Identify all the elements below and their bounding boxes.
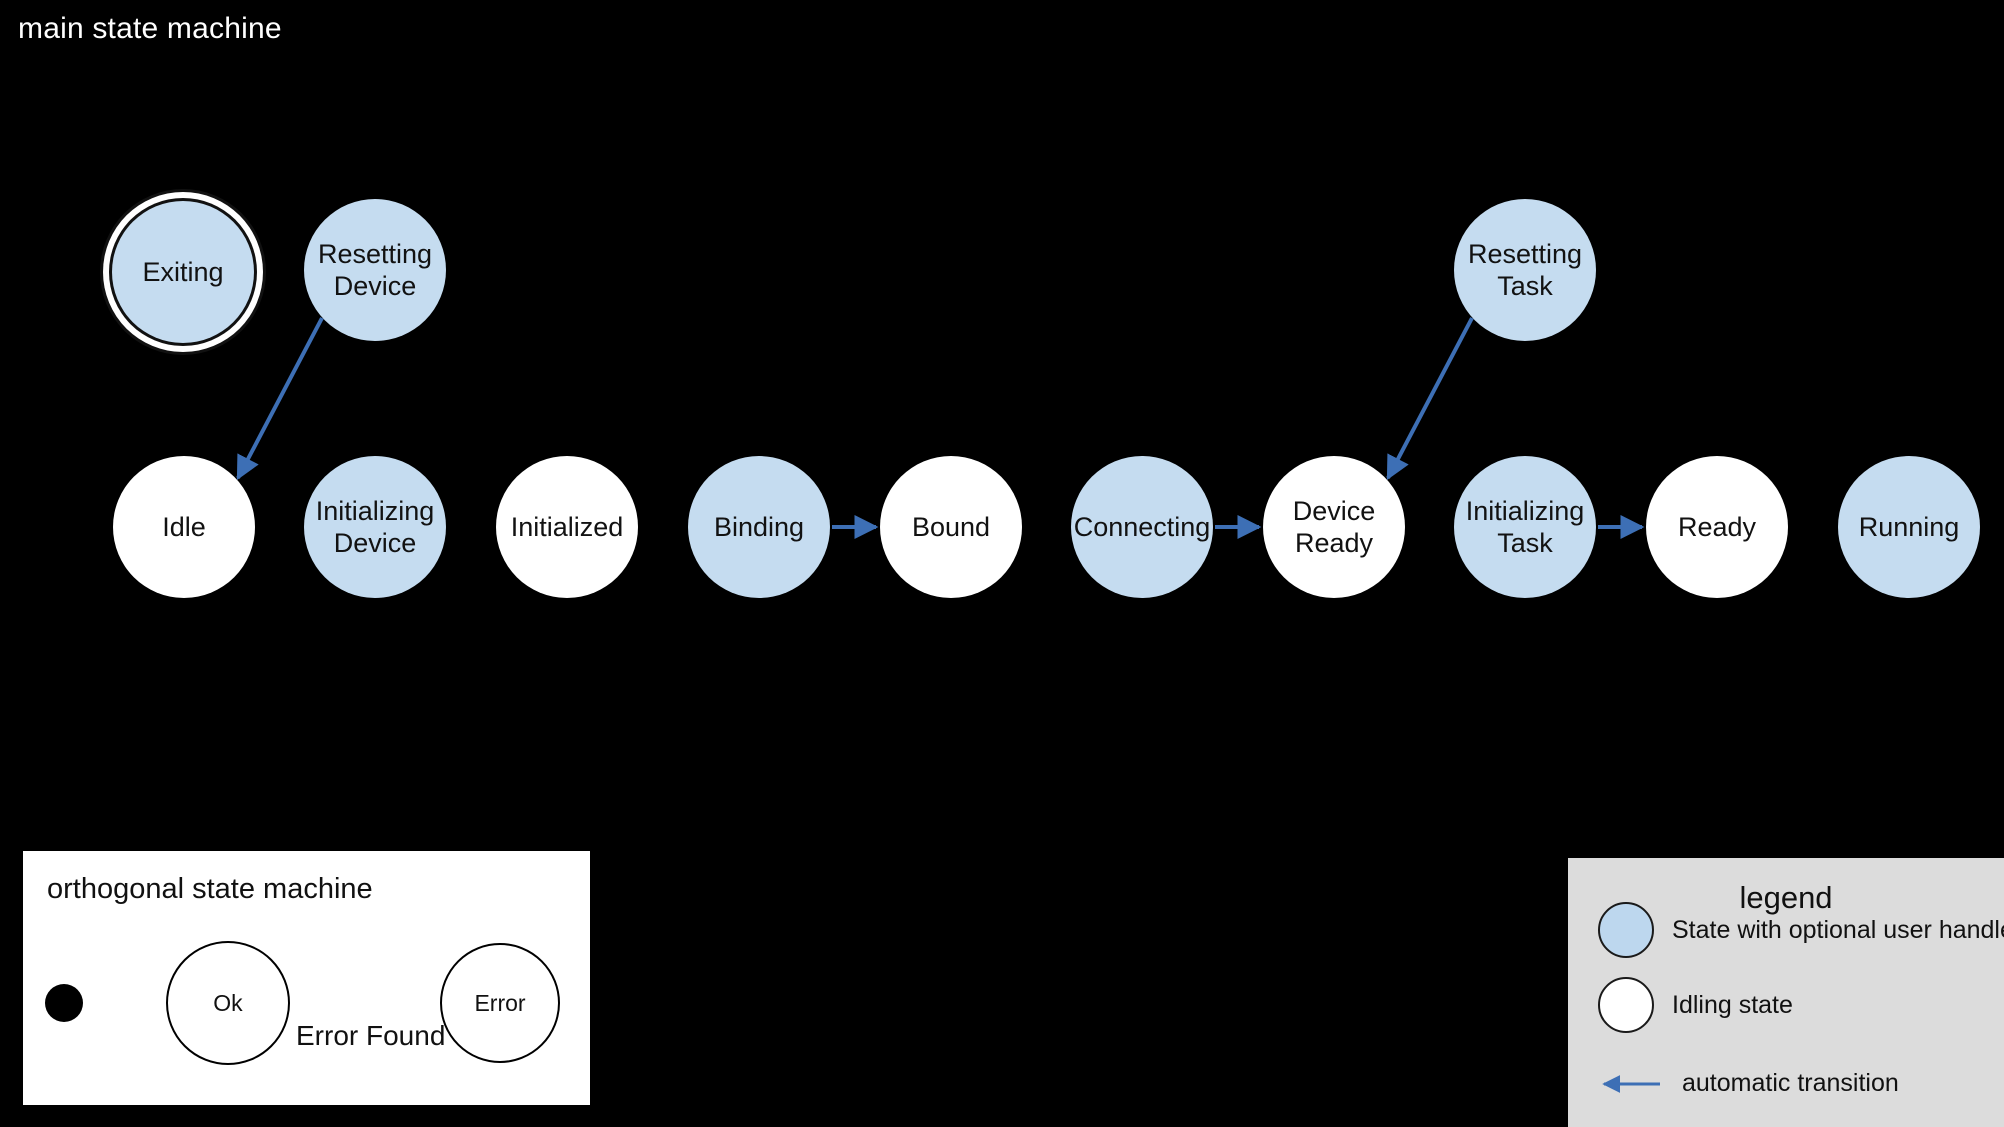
orthogonal-panel-title: orthogonal state machine <box>47 873 373 905</box>
legend-item-idling-state: Idling state <box>1598 977 1793 1033</box>
state-label: Device Ready <box>1292 495 1376 558</box>
state-label: Initializing Task <box>1465 495 1585 558</box>
state-label: Idle <box>162 511 206 542</box>
transition-resetting-task-to-device-ready <box>1386 317 1474 481</box>
legend-item-label: Idling state <box>1672 990 1793 1019</box>
state-node-running[interactable]: Running <box>1838 456 1980 598</box>
state-label: Exiting <box>142 256 224 287</box>
legend-white-circle-icon <box>1598 977 1654 1033</box>
legend-item-label: automatic transition <box>1682 1069 1899 1097</box>
ortho-transition-label: Error Found <box>296 1020 446 1051</box>
ortho-state-node-error[interactable]: Error <box>440 943 560 1063</box>
state-node-exiting[interactable]: Exiting <box>112 201 254 343</box>
state-label: Initialized <box>510 511 624 542</box>
main-transitions <box>236 317 1645 539</box>
state-label: Connecting <box>1073 511 1211 542</box>
state-node-initializing-device[interactable]: Initializing Device <box>304 456 446 598</box>
state-node-initializing-task[interactable]: Initializing Task <box>1454 456 1596 598</box>
legend-arrow-left-icon <box>1602 1074 1660 1093</box>
state-label: Ready <box>1677 511 1757 542</box>
orthogonal-state-machine-panel: orthogonal state machine <box>20 848 593 1108</box>
legend-item-handler-state: State with optional user handler <box>1598 902 2004 958</box>
state-node-connecting[interactable]: Connecting <box>1071 456 1213 598</box>
ortho-initial-state-dot <box>45 984 83 1022</box>
legend-item-label: State with optional user handler <box>1672 915 2004 944</box>
state-label: Resetting Task <box>1467 238 1583 301</box>
state-node-idle[interactable]: Idle <box>113 456 255 598</box>
page-title: main state machine <box>18 12 282 45</box>
state-label: Running <box>1858 511 1960 542</box>
state-node-initialized[interactable]: Initialized <box>496 456 638 598</box>
ortho-state-node-ok[interactable]: Ok <box>166 941 290 1065</box>
state-node-binding[interactable]: Binding <box>688 456 830 598</box>
ortho-state-label: Error <box>474 989 526 1016</box>
legend-blue-circle-icon <box>1598 902 1654 958</box>
state-label: Bound <box>911 511 991 542</box>
transition-resetting-device-to-idle <box>236 317 324 481</box>
state-label: Resetting Device <box>317 238 433 301</box>
state-label: Binding <box>713 511 805 542</box>
state-node-device-ready[interactable]: Device Ready <box>1263 456 1405 598</box>
state-node-bound[interactable]: Bound <box>880 456 1022 598</box>
state-node-resetting-task[interactable]: Resetting Task <box>1454 199 1596 341</box>
legend-title: legend <box>1739 880 1833 915</box>
state-label: Initializing Device <box>315 495 435 558</box>
state-node-ready[interactable]: Ready <box>1646 456 1788 598</box>
legend-item-auto-transition: automatic transition <box>1598 1069 1899 1098</box>
state-node-resetting-device[interactable]: Resetting Device <box>304 199 446 341</box>
ortho-state-label: Ok <box>213 989 243 1016</box>
